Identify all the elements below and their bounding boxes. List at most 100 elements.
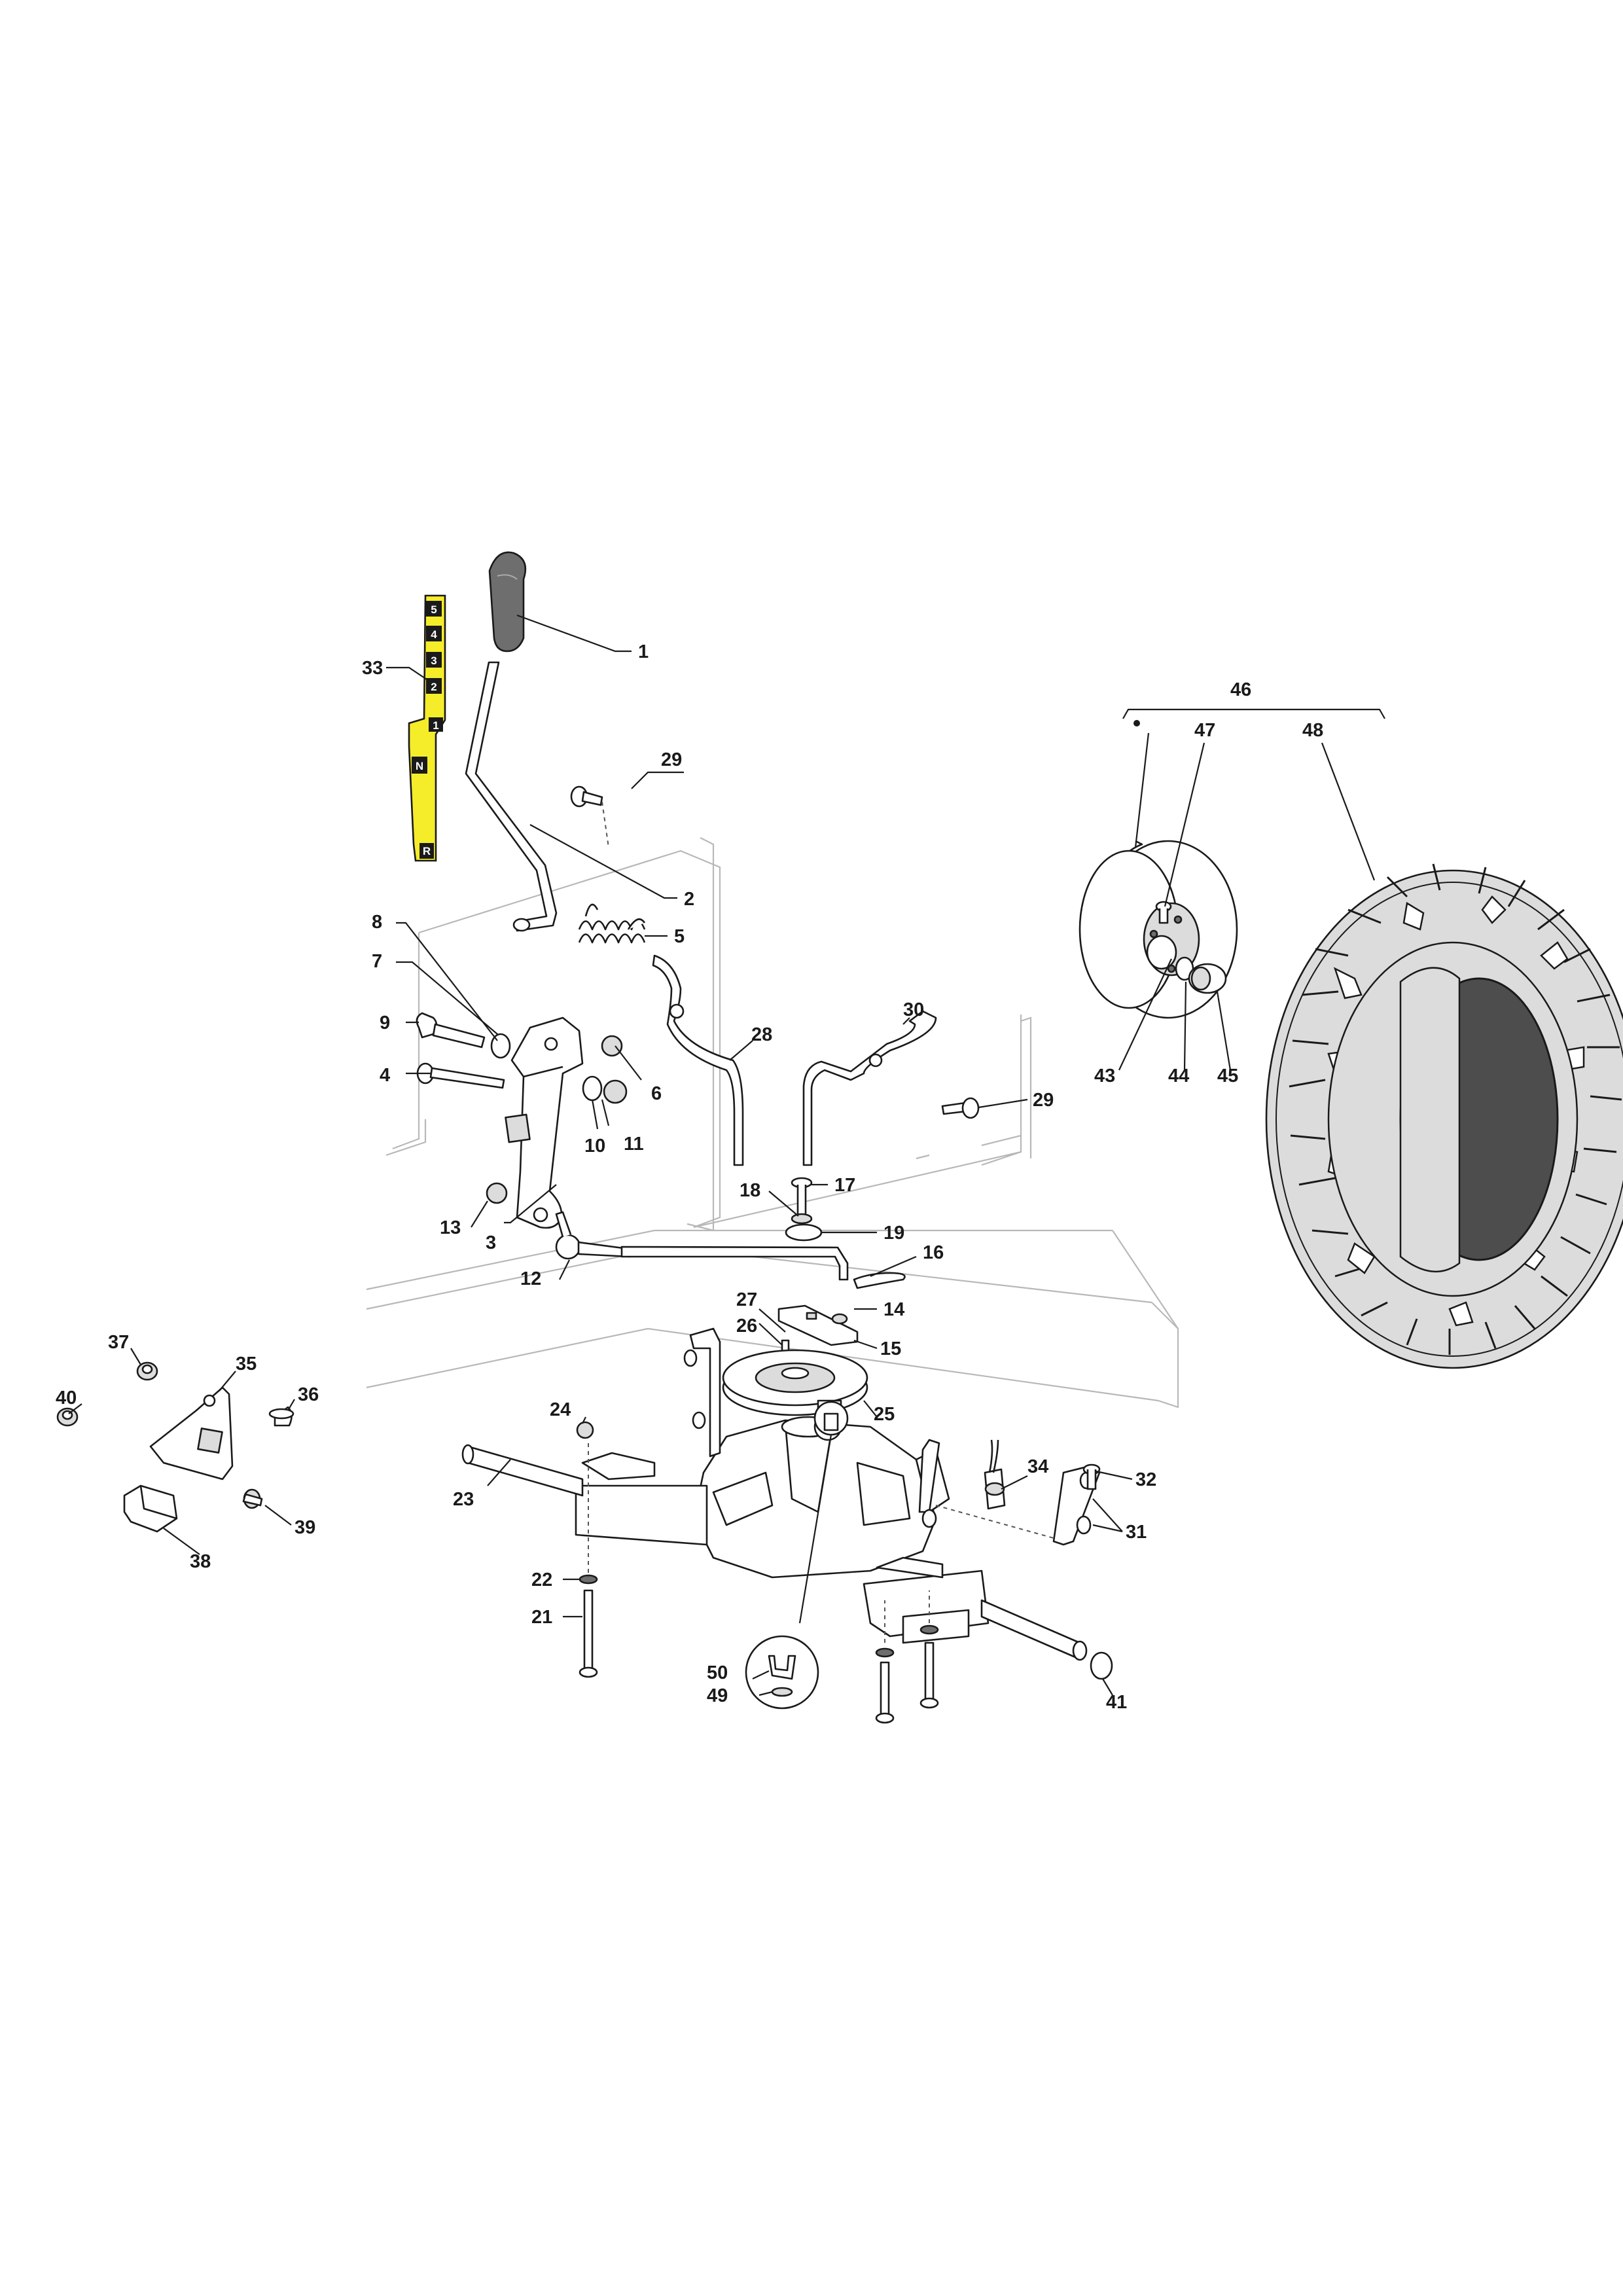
callout-33: 33 [362,658,383,679]
spring-clip [853,1272,906,1289]
gear-label-5: 5 [426,601,442,617]
callout-21: 21 [531,1607,552,1628]
knob-36 [268,1406,294,1427]
chassis-frame [366,837,1179,1408]
svg-text:4: 4 [431,628,437,641]
callout-14: 14 [883,1299,904,1320]
switch-bracket [935,1465,1101,1546]
linkage-rod-30 [802,1010,937,1166]
callout-15: 15 [880,1338,901,1359]
bolt-9 [416,1012,486,1049]
callout-40: 40 [56,1388,77,1408]
washer-10 [582,1075,603,1102]
callout-23: 23 [453,1489,474,1510]
nut-11 [603,1079,628,1104]
callout-45: 45 [1217,1066,1238,1086]
assembly-bracket-46 [1122,708,1385,726]
callout-31: 31 [1126,1522,1147,1543]
cap-45 [1188,963,1227,994]
mount-bracket-right [918,1439,940,1528]
callout-2: 2 [684,889,694,910]
gear-label-n: N [412,757,427,774]
svg-text:2: 2 [431,681,437,693]
bolt-29-right [941,1097,980,1119]
callout-39: 39 [294,1517,315,1538]
nut-6 [601,1035,623,1057]
washer-19 [785,1223,823,1242]
callout-43: 43 [1094,1066,1115,1086]
callout-35: 35 [236,1354,257,1374]
callout-37: 37 [108,1332,129,1353]
callout-44: 44 [1168,1066,1189,1086]
callout-12: 12 [520,1268,541,1289]
callout-17: 17 [834,1175,855,1196]
callout-29-right: 29 [1033,1090,1054,1111]
neutral-switch [984,1439,1006,1510]
bolt-21 [579,1589,598,1678]
callout-3: 3 [486,1232,496,1253]
axle-shaft [461,1444,1088,1661]
leader-lines [68,614,1376,1696]
callout-8: 8 [372,912,382,933]
nut-40 [56,1407,79,1427]
callout-26: 26 [736,1316,757,1336]
svg-text:5: 5 [431,603,437,616]
screw-39 [242,1488,263,1509]
callout-49: 49 [707,1685,728,1706]
callout-4: 4 [380,1065,390,1086]
gear-indicator-strip: 5 4 3 2 1 N R [408,594,446,862]
callout-27: 27 [736,1289,757,1310]
callout-30: 30 [903,999,924,1020]
lever-knob [488,551,527,653]
callout-24: 24 [550,1399,571,1420]
bolts-lower-right [875,1590,939,1724]
callout-34: 34 [1027,1456,1048,1477]
svg-text:N: N [416,760,423,772]
callout-38: 38 [190,1551,211,1572]
callout-32: 32 [1135,1469,1156,1490]
spring [578,903,646,944]
mount-bracket-left [683,1327,721,1458]
tyre [1265,863,1623,1369]
callout-48: 48 [1302,720,1323,741]
svg-text:R: R [423,845,431,857]
link-rod-12 [555,1211,849,1281]
callout-41: 41 [1106,1692,1127,1713]
callout-7: 7 [372,951,382,972]
pivot-bracket [505,1016,584,1229]
callout-16: 16 [923,1242,944,1263]
callout-25: 25 [874,1404,895,1425]
transaxle-housing [692,1399,937,1579]
callout-50: 50 [707,1662,728,1683]
svg-text:3: 3 [431,655,437,667]
bracket-15 [777,1304,859,1346]
detail-inset [745,1401,849,1710]
callout-5: 5 [674,926,685,947]
valve-stem [1155,901,1172,924]
gear-label-4: 4 [426,626,442,641]
gear-label-1: 1 [429,717,443,732]
bolt-17 [791,1177,813,1219]
nut-13 [486,1182,508,1204]
callout-18: 18 [740,1180,760,1201]
pulley [722,1349,868,1416]
callout-28: 28 [751,1024,772,1045]
nut-37 [136,1361,158,1381]
gear-label-3: 3 [426,652,442,668]
callout-19: 19 [883,1223,904,1244]
washer-18 [791,1213,813,1225]
callout-36: 36 [298,1384,319,1405]
gear-label-r: R [419,843,434,859]
callout-22: 22 [531,1570,552,1590]
washer-22 [579,1574,598,1585]
callout-47: 47 [1194,720,1215,741]
bolt-29-upper [570,785,609,848]
callout-46: 46 [1230,679,1251,700]
callout-29-upper: 29 [661,749,682,770]
block-38 [123,1484,178,1533]
callout-labels: 1 2 3 4 5 6 7 8 9 10 11 12 13 14 15 16 1… [56,641,1323,1713]
linkage-rod-28 [652,954,744,1166]
bolt-4 [416,1062,505,1089]
bracket-35 [149,1386,234,1480]
